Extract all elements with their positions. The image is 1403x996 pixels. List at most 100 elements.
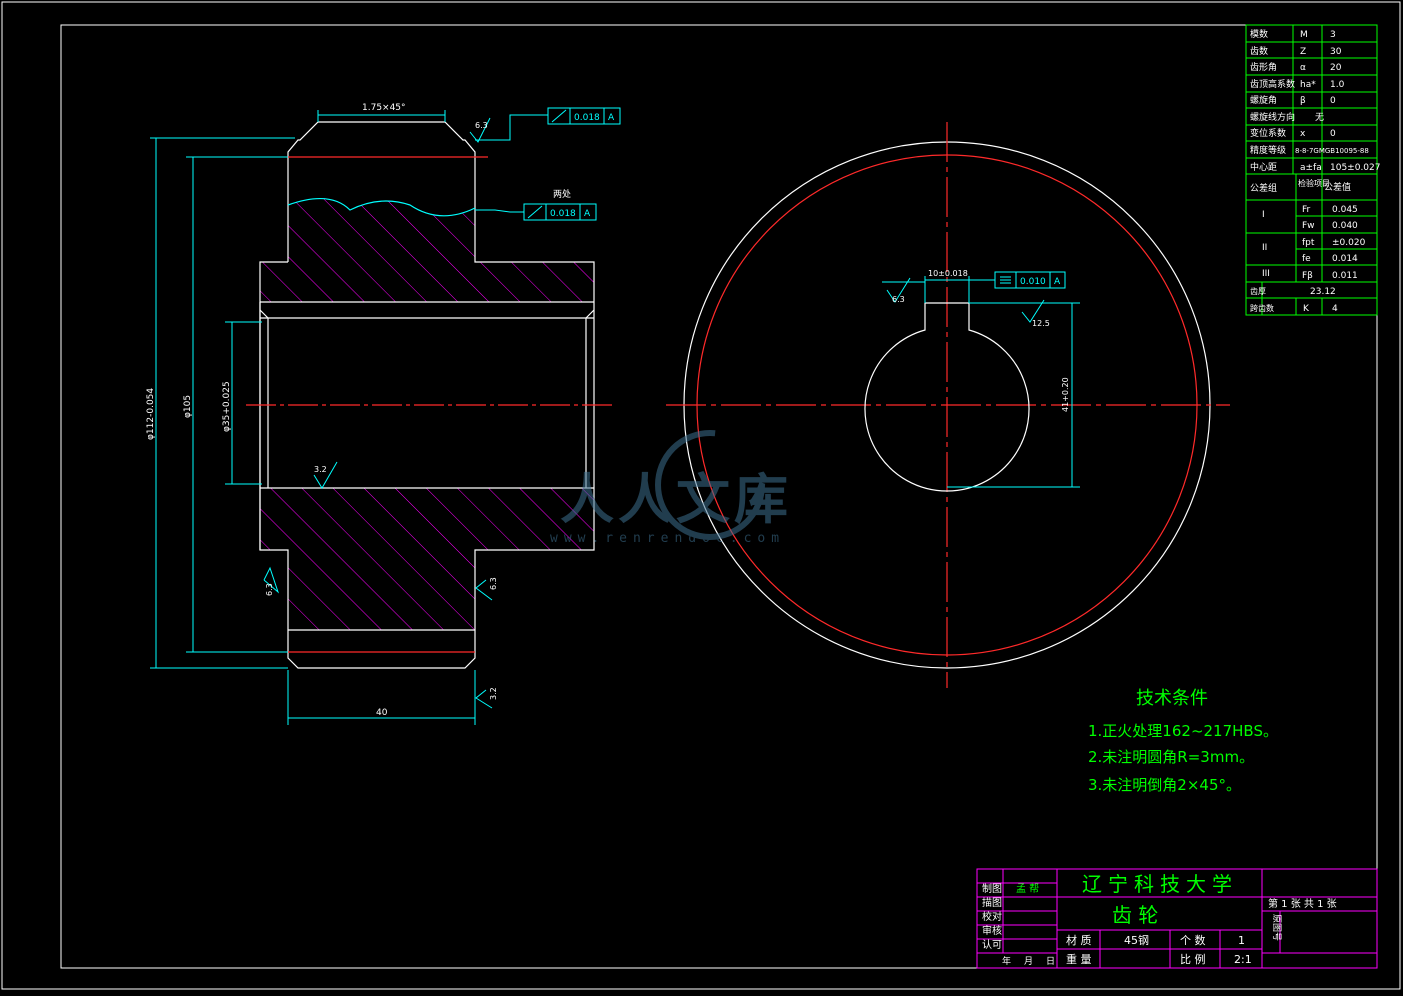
tail-value: 4	[1332, 304, 1338, 314]
orig-drawing-label: 原图号	[1271, 914, 1282, 941]
group-symbol: fpt	[1302, 238, 1315, 248]
param-name: 模数	[1250, 28, 1268, 40]
count-value: 1	[1238, 934, 1245, 947]
roughness-6-3-left: 6.3	[265, 583, 274, 596]
date-year: 年	[1002, 955, 1011, 967]
tol-datum-2: A	[584, 209, 591, 219]
date-day: 日	[1046, 956, 1055, 967]
two-places-label: 两处	[553, 188, 571, 200]
dim-d105: φ105	[183, 395, 193, 418]
left-label-4: 审核	[982, 924, 1002, 937]
roughness-6-3-top: 6.3	[475, 121, 488, 130]
group-value: 0.011	[1332, 271, 1358, 281]
tail-name: 齿厚	[1250, 287, 1266, 296]
roughness-12-5: 12.5	[1032, 319, 1050, 328]
group-header-3: 公差值	[1324, 181, 1351, 193]
hatch-lower	[260, 488, 594, 630]
tech-line-1: 1.正火处理162~217HBS。	[1088, 722, 1278, 740]
width-dim: 40	[376, 708, 388, 718]
parameter-table	[1245, 24, 1378, 316]
param-symbol: Z	[1300, 47, 1306, 57]
bore-keyway	[864, 302, 1030, 492]
param-name: 齿顶高系数	[1250, 78, 1295, 90]
group-header-2: 检验项目	[1298, 178, 1330, 188]
tail-symbol: K	[1303, 304, 1310, 314]
roughness-3-2-bore: 3.2	[314, 465, 327, 474]
param-name: 螺旋线方向	[1250, 111, 1295, 123]
group-symbol: fe	[1302, 254, 1311, 264]
tol-value-2: 0.018	[550, 209, 576, 219]
part-name: 齿 轮	[1112, 903, 1158, 927]
left-label-5: 认可	[982, 938, 1002, 951]
tech-title: 技术条件	[1136, 688, 1208, 709]
param-value: 30	[1330, 47, 1342, 57]
param-symbol: α	[1300, 63, 1306, 73]
tail-value: 23.12	[1310, 287, 1336, 297]
tol-datum-1: A	[608, 113, 615, 123]
sheet-border-inner	[60, 24, 1378, 969]
param-name: 中心距	[1250, 161, 1277, 173]
param-name: 齿数	[1250, 45, 1268, 57]
scale-label: 比 例	[1180, 952, 1206, 966]
group-symbol: Fr	[1302, 205, 1311, 215]
keyway-height-dim: 41+0.20	[1061, 377, 1070, 412]
param-value: 8-8-7GMGB10095-88	[1295, 147, 1369, 155]
title-block	[976, 868, 1378, 969]
group-value: ±0.020	[1332, 238, 1366, 248]
chamfer-dim: 1.75×45°	[362, 103, 406, 113]
param-name: 变位系数	[1250, 127, 1286, 139]
section-view: 0.018 A 0.018 A 两处 1.75×45° 6.3 3.2 40 φ…	[146, 103, 621, 725]
tol-value-3: 0.010	[1020, 277, 1046, 287]
group-label: I	[1262, 210, 1265, 220]
roughness-6-3-key: 6.3	[892, 295, 905, 304]
group-label: II	[1262, 243, 1267, 253]
param-name: 螺旋角	[1250, 94, 1277, 106]
sheet-info: 第 1 张 共 1 张	[1268, 897, 1337, 910]
param-value: 1.0	[1330, 80, 1345, 90]
left-label-3: 校对	[982, 910, 1002, 923]
hatch-upper	[260, 198, 594, 302]
param-value: 3	[1330, 30, 1336, 40]
material-value: 45钢	[1124, 934, 1149, 947]
material-label: 材 质	[1066, 933, 1092, 947]
keyway-width-dim: 10±0.018	[928, 269, 968, 278]
roughness-3-2-right: 3.2	[489, 687, 498, 700]
param-value: 20	[1330, 63, 1342, 73]
group-symbol: Fw	[1302, 221, 1315, 231]
param-value: 105±0.027	[1330, 163, 1380, 173]
tech-line-3: 3.未注明倒角2×45°。	[1088, 776, 1241, 794]
scale-value: 2:1	[1234, 953, 1252, 966]
weight-label: 重 量	[1066, 952, 1092, 966]
date-month: 月	[1024, 956, 1033, 967]
param-symbol: ha*	[1300, 80, 1316, 90]
group-value: 0.040	[1332, 221, 1358, 231]
param-symbol: x	[1300, 129, 1306, 139]
param-value: 0	[1330, 96, 1336, 106]
param-symbol: β	[1300, 96, 1306, 106]
left-label-2: 描图	[982, 896, 1002, 909]
group-value: 0.014	[1332, 254, 1358, 264]
param-symbol: a±fa	[1300, 163, 1322, 173]
tech-line-2: 2.未注明圆角R=3mm。	[1088, 748, 1254, 766]
designer-name: 孟 帮	[1016, 883, 1039, 895]
tol-datum-3: A	[1054, 277, 1061, 287]
dim-bore: φ35+0.025	[222, 381, 232, 432]
tail-name: 跨齿数	[1250, 303, 1274, 313]
count-label: 个 数	[1180, 934, 1206, 947]
param-value: 0	[1330, 129, 1336, 139]
param-symbol: M	[1300, 30, 1308, 40]
front-view: 10±0.018 0.010 A 6.3 12.5 41+0.20	[666, 122, 1230, 688]
dim-da: φ112-0.054	[146, 388, 156, 440]
tol-value-1: 0.018	[574, 113, 600, 123]
group-header-1: 公差组	[1250, 182, 1277, 194]
group-symbol: Fβ	[1302, 271, 1313, 281]
school-name: 辽宁科技大学	[1082, 872, 1238, 896]
profile-upper	[287, 121, 595, 302]
roughness-6-3-right: 6.3	[489, 577, 498, 590]
left-label-1: 制图	[982, 882, 1002, 895]
param-value: 无	[1315, 112, 1324, 123]
break-line	[287, 197, 476, 217]
group-label: III	[1262, 269, 1270, 279]
